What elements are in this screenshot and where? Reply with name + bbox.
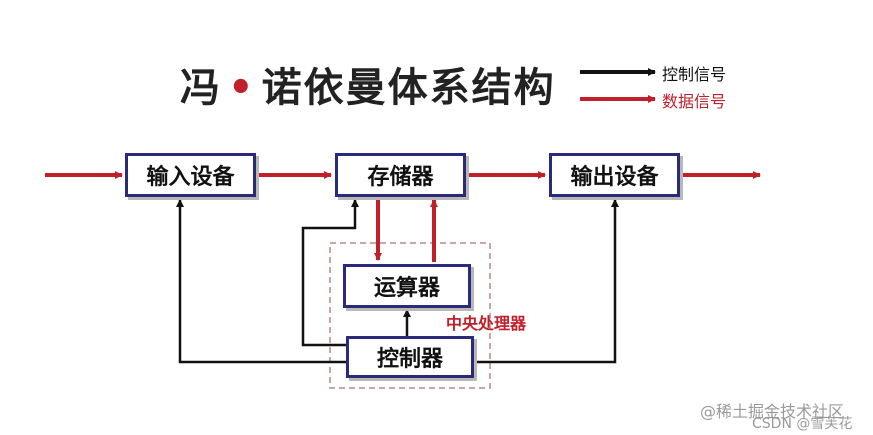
- output-device-label: 输出设备: [570, 165, 659, 190]
- alu-label: 运算器: [373, 276, 440, 301]
- control-arrow-to-memory: [301, 199, 359, 347]
- control-arrow-to-input: [176, 199, 346, 364]
- output-device-box: 输出设备: [549, 153, 680, 197]
- alu-box: 运算器: [343, 264, 471, 308]
- input-device-label: 输入设备: [146, 165, 235, 190]
- watermark-juejin: @稀土掘金技术社区: [700, 402, 845, 421]
- control-unit-label: 控制器: [376, 347, 443, 372]
- cpu-region: [329, 242, 491, 389]
- cpu-label: 中央处理器: [446, 314, 527, 333]
- control-arrow-to-output: [474, 199, 619, 364]
- legend-control-label: 控制信号: [662, 65, 727, 84]
- title-part1: 冯: [180, 65, 222, 111]
- control-unit-box: 控制器: [346, 336, 474, 378]
- watermark-csdn: CSDN @雪芙花: [752, 416, 853, 432]
- memory-label: 存储器: [367, 165, 434, 190]
- legend-data-label: 数据信号: [662, 92, 727, 111]
- title-dot: •: [228, 65, 256, 111]
- input-device-box: 输入设备: [125, 153, 256, 197]
- memory-box: 存储器: [335, 153, 466, 197]
- title-part2: 诺依曼体系结构: [261, 65, 556, 111]
- diagram-title: 冯•诺依曼体系结构: [180, 55, 556, 113]
